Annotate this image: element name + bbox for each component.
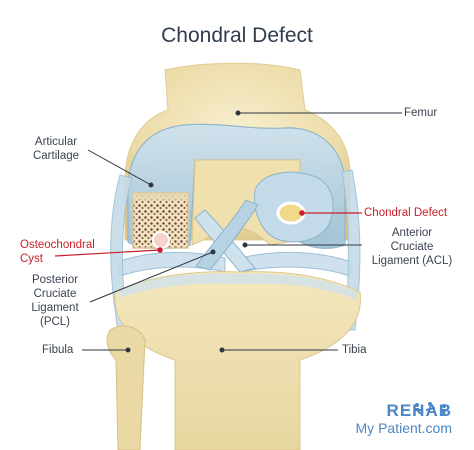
label-osteochondral-cyst-line2: Cyst (20, 253, 43, 265)
label-pcl-line2: Cruciate (33, 288, 77, 300)
label-pcl: Posterior Cruciate Ligament (PCL) (20, 273, 90, 329)
label-tibia: Tibia (342, 344, 367, 356)
label-acl-line3: Ligament (ACL) (371, 255, 453, 267)
leader-pcl (89, 251, 214, 303)
label-pcl-line1: Posterior (31, 274, 79, 286)
brand-line2: My Patient.com (355, 420, 452, 436)
label-pcl-line3: Ligament (31, 302, 79, 314)
tibial-plateau-cartilage (118, 273, 358, 300)
brand-figures-icon (415, 402, 446, 415)
page-title: Chondral Defect (161, 24, 313, 47)
label-fibula: Fibula (42, 344, 74, 356)
leader-osteochondral-cyst (54, 249, 161, 257)
label-acl: Anterior Cruciate Ligament (ACL) (362, 226, 462, 268)
label-chondral-defect: Chondral Defect (364, 207, 448, 219)
fibula-bone (106, 325, 146, 450)
brand-logo[interactable]: REHAB My Patient.com (355, 401, 452, 437)
osteochondral-cyst (152, 231, 170, 249)
leader-articular-cartilage (87, 149, 152, 186)
brand-line1: REHAB (386, 401, 452, 420)
label-osteochondral-cyst: Osteochondral Cyst (20, 238, 95, 266)
label-femur: Femur (404, 107, 438, 119)
label-osteochondral-cyst-line1: Osteochondral (20, 239, 95, 251)
label-pcl-line4: (PCL) (39, 316, 71, 328)
leader-lines (82, 110, 402, 353)
label-articular-cartilage-line1: Articular (34, 136, 78, 148)
label-acl-line1: Anterior (391, 227, 433, 239)
highlight-leader-lines (54, 210, 362, 257)
label-articular-cartilage-line2: Cartilage (32, 150, 80, 162)
label-articular-cartilage: Articular Cartilage (22, 135, 90, 163)
tibia-bone (114, 271, 361, 450)
label-acl-line2: Cruciate (390, 241, 434, 253)
